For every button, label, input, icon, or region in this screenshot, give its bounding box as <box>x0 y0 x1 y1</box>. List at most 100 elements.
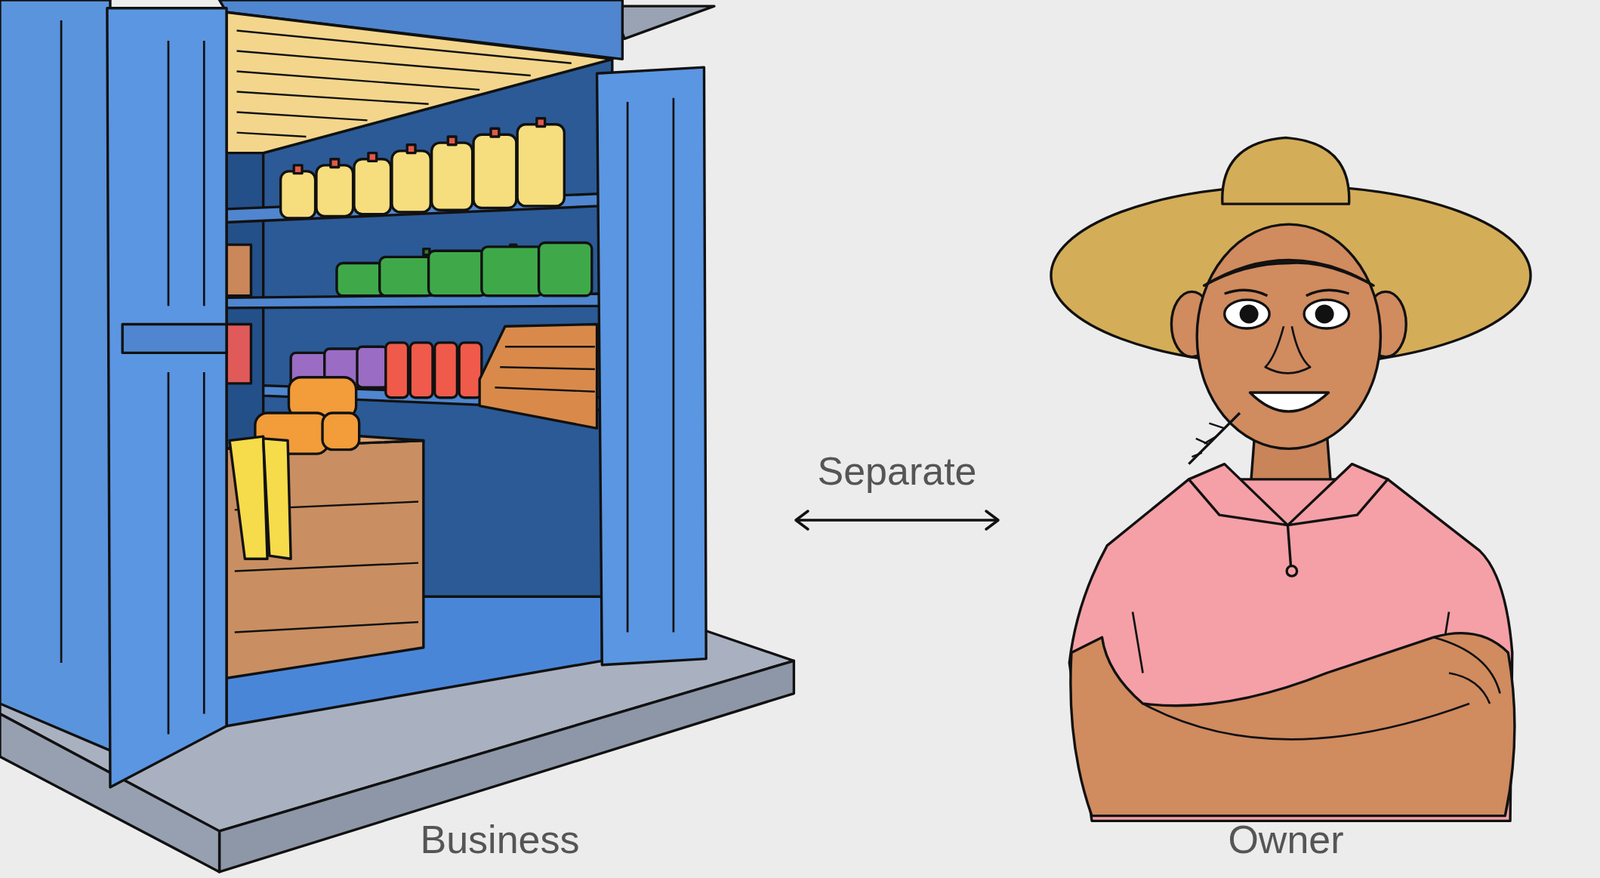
illustration-part <box>203 40 206 306</box>
illustration-part <box>1070 633 1515 817</box>
illustration-part <box>490 128 500 137</box>
illustration-part <box>1188 464 1288 526</box>
illustration-part <box>280 171 316 219</box>
owner-illustration <box>1051 137 1531 821</box>
illustration-part <box>237 92 429 105</box>
illustration-part <box>1448 672 1490 704</box>
illustration-part <box>385 342 482 398</box>
illustration-part <box>61 20 204 735</box>
illustration-part <box>1287 525 1291 567</box>
illustration-part <box>481 246 543 296</box>
illustration-part <box>293 118 545 174</box>
illustration-part <box>237 30 572 64</box>
illustration-part <box>1224 289 1268 296</box>
illustration-part <box>459 342 482 398</box>
illustration-part <box>1249 392 1329 412</box>
illustration-part <box>237 112 368 121</box>
illustration-part <box>0 0 111 751</box>
illustration-part <box>237 132 307 137</box>
illustration-part <box>226 324 251 384</box>
illustration-part <box>1204 259 1374 286</box>
illustration-part <box>612 6 715 39</box>
illustration-part <box>379 256 433 296</box>
illustration-part <box>322 413 360 451</box>
illustration-part <box>1306 289 1350 296</box>
illustration-part <box>434 342 458 398</box>
illustration-part <box>505 345 595 348</box>
illustration-part <box>1196 224 1381 449</box>
double-arrow <box>795 511 999 530</box>
illustration-part <box>479 324 597 429</box>
illustration-part <box>536 118 546 127</box>
illustration-part <box>1287 464 1388 526</box>
illustration-part <box>1433 637 1501 694</box>
shop-illustration <box>0 0 794 873</box>
illustration-part <box>237 51 531 76</box>
illustration-part <box>263 438 291 559</box>
illustration-part <box>626 101 629 632</box>
illustration-part <box>473 134 517 208</box>
illustration-part <box>234 622 419 633</box>
business-figure: Business <box>0 0 796 878</box>
illustration-part <box>539 242 592 296</box>
illustration-part <box>672 98 676 633</box>
illustration-part <box>1143 703 1470 740</box>
illustration-part <box>627 98 674 633</box>
illustration-part <box>122 324 227 354</box>
illustration-part <box>336 242 592 296</box>
illustration-part <box>391 151 431 213</box>
arrow-head <box>986 511 999 530</box>
illustration-part <box>234 563 419 572</box>
illustration-part <box>107 8 227 788</box>
illustration-part <box>237 30 572 137</box>
illustration-part <box>431 142 473 210</box>
illustration-part <box>1191 453 1203 457</box>
illustration-part <box>354 159 392 215</box>
owner-figure: Owner <box>998 0 1573 878</box>
arrow-label: Separate <box>816 449 977 495</box>
illustration-part <box>1196 438 1210 445</box>
illustration-part <box>1191 423 1224 458</box>
illustration-part <box>1240 305 1258 323</box>
illustration-part <box>1224 299 1270 329</box>
illustration-part <box>229 436 291 559</box>
illustration-part <box>316 165 354 217</box>
illustration-part <box>237 71 481 90</box>
illustration-part <box>447 136 457 145</box>
illustration-part <box>1265 326 1311 374</box>
illustration-part <box>385 342 409 398</box>
illustration-part <box>293 165 303 174</box>
illustration-part <box>1132 611 1144 673</box>
figure-caption: Owner <box>1227 817 1344 864</box>
illustration-part <box>357 346 389 388</box>
illustration-part <box>1222 137 1350 204</box>
illustration-part <box>406 144 416 154</box>
illustration-part <box>226 244 251 296</box>
illustration-part <box>368 153 377 162</box>
illustration-part <box>597 67 707 666</box>
illustration-part <box>517 124 565 207</box>
illustration-part <box>410 342 433 398</box>
arrow-line <box>795 518 999 522</box>
illustration-part <box>494 387 595 392</box>
illustration-part <box>203 372 206 715</box>
illustration-part <box>229 436 268 559</box>
illustration-part <box>494 346 595 392</box>
illustration-part <box>1304 299 1349 329</box>
illustration-part <box>1208 423 1224 429</box>
illustration-part <box>1316 305 1333 323</box>
illustration-part <box>280 124 565 219</box>
arrow-head <box>795 511 808 530</box>
illustration-part <box>330 159 340 168</box>
illustration-part <box>167 372 170 735</box>
illustration-part <box>1188 413 1240 465</box>
figure-caption: Business <box>420 817 580 864</box>
illustration-part <box>336 262 384 296</box>
illustration-part <box>60 20 63 663</box>
illustration-part <box>428 250 487 296</box>
illustration-part <box>499 366 595 370</box>
illustration-part <box>1286 566 1298 577</box>
illustration-part <box>167 40 170 306</box>
